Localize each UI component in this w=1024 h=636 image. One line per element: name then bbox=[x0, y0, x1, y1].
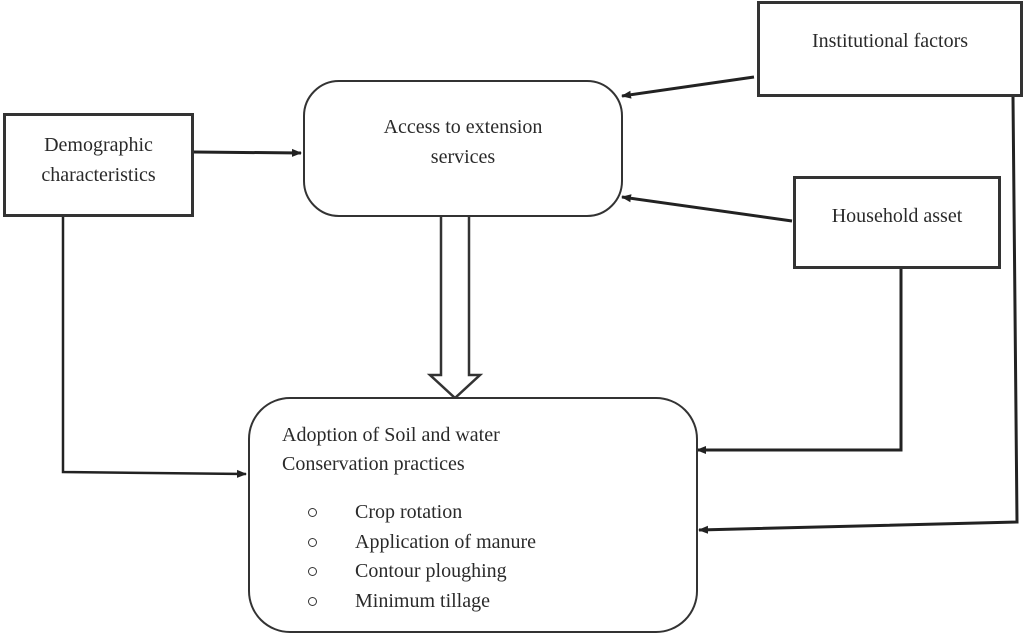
node-adoption-of-swc-practices: Adoption of Soil and water Conservation … bbox=[248, 397, 698, 633]
label-line: services bbox=[430, 146, 496, 168]
list-item-label: Contour ploughing bbox=[355, 560, 507, 582]
hollow-circle-bullet-icon bbox=[308, 508, 317, 518]
node-household-asset: Household asset bbox=[793, 176, 1001, 269]
list-item: Minimum tillage bbox=[308, 587, 536, 617]
hollow-circle-bullet-icon bbox=[308, 537, 317, 547]
edge-access-to-adoption-hollow-arrow bbox=[426, 217, 484, 400]
edge-household-to-adoption bbox=[696, 269, 903, 454]
node-access-to-extension-services: Access to extension services bbox=[303, 80, 623, 217]
node-label: Demographic characteristics bbox=[6, 130, 191, 190]
hollow-circle-bullet-icon bbox=[308, 596, 317, 606]
list-item-label: Crop rotation bbox=[355, 501, 463, 523]
edge-demographic-to-access bbox=[193, 148, 302, 157]
node-label: Access to extension services bbox=[305, 112, 621, 172]
title-line: Conservation practices bbox=[282, 453, 465, 475]
node-demographic-characteristics: Demographic characteristics bbox=[3, 113, 194, 217]
label-line: Demographic bbox=[44, 134, 153, 156]
title-line: Adoption of Soil and water bbox=[282, 424, 500, 446]
list-item-label: Minimum tillage bbox=[355, 589, 490, 612]
edge-household-to-access bbox=[621, 194, 793, 223]
edge-institutional-to-adoption bbox=[698, 96, 1019, 534]
node-institutional-factors: Institutional factors bbox=[757, 1, 1023, 97]
hollow-circle-bullet-icon bbox=[308, 567, 317, 577]
label-line: Household asset bbox=[831, 205, 963, 227]
edge-demographic-to-adoption bbox=[61, 217, 247, 478]
label-line: Access to extension bbox=[383, 116, 543, 138]
list-item: Application of manure bbox=[308, 528, 536, 558]
label-line: characteristics bbox=[41, 164, 156, 186]
list-item: Crop rotation bbox=[308, 498, 536, 528]
practices-list: Crop rotation Application of manure Cont… bbox=[308, 498, 536, 616]
node-label: Institutional factors bbox=[760, 26, 1020, 56]
list-item-label: Application of manure bbox=[355, 530, 537, 553]
edge-institutional-to-access bbox=[621, 75, 755, 99]
list-item: Contour ploughing bbox=[308, 557, 536, 587]
node-label: Household asset bbox=[796, 201, 998, 231]
label-line: Institutional factors bbox=[811, 30, 969, 52]
node-title: Adoption of Soil and water Conservation … bbox=[282, 421, 500, 479]
